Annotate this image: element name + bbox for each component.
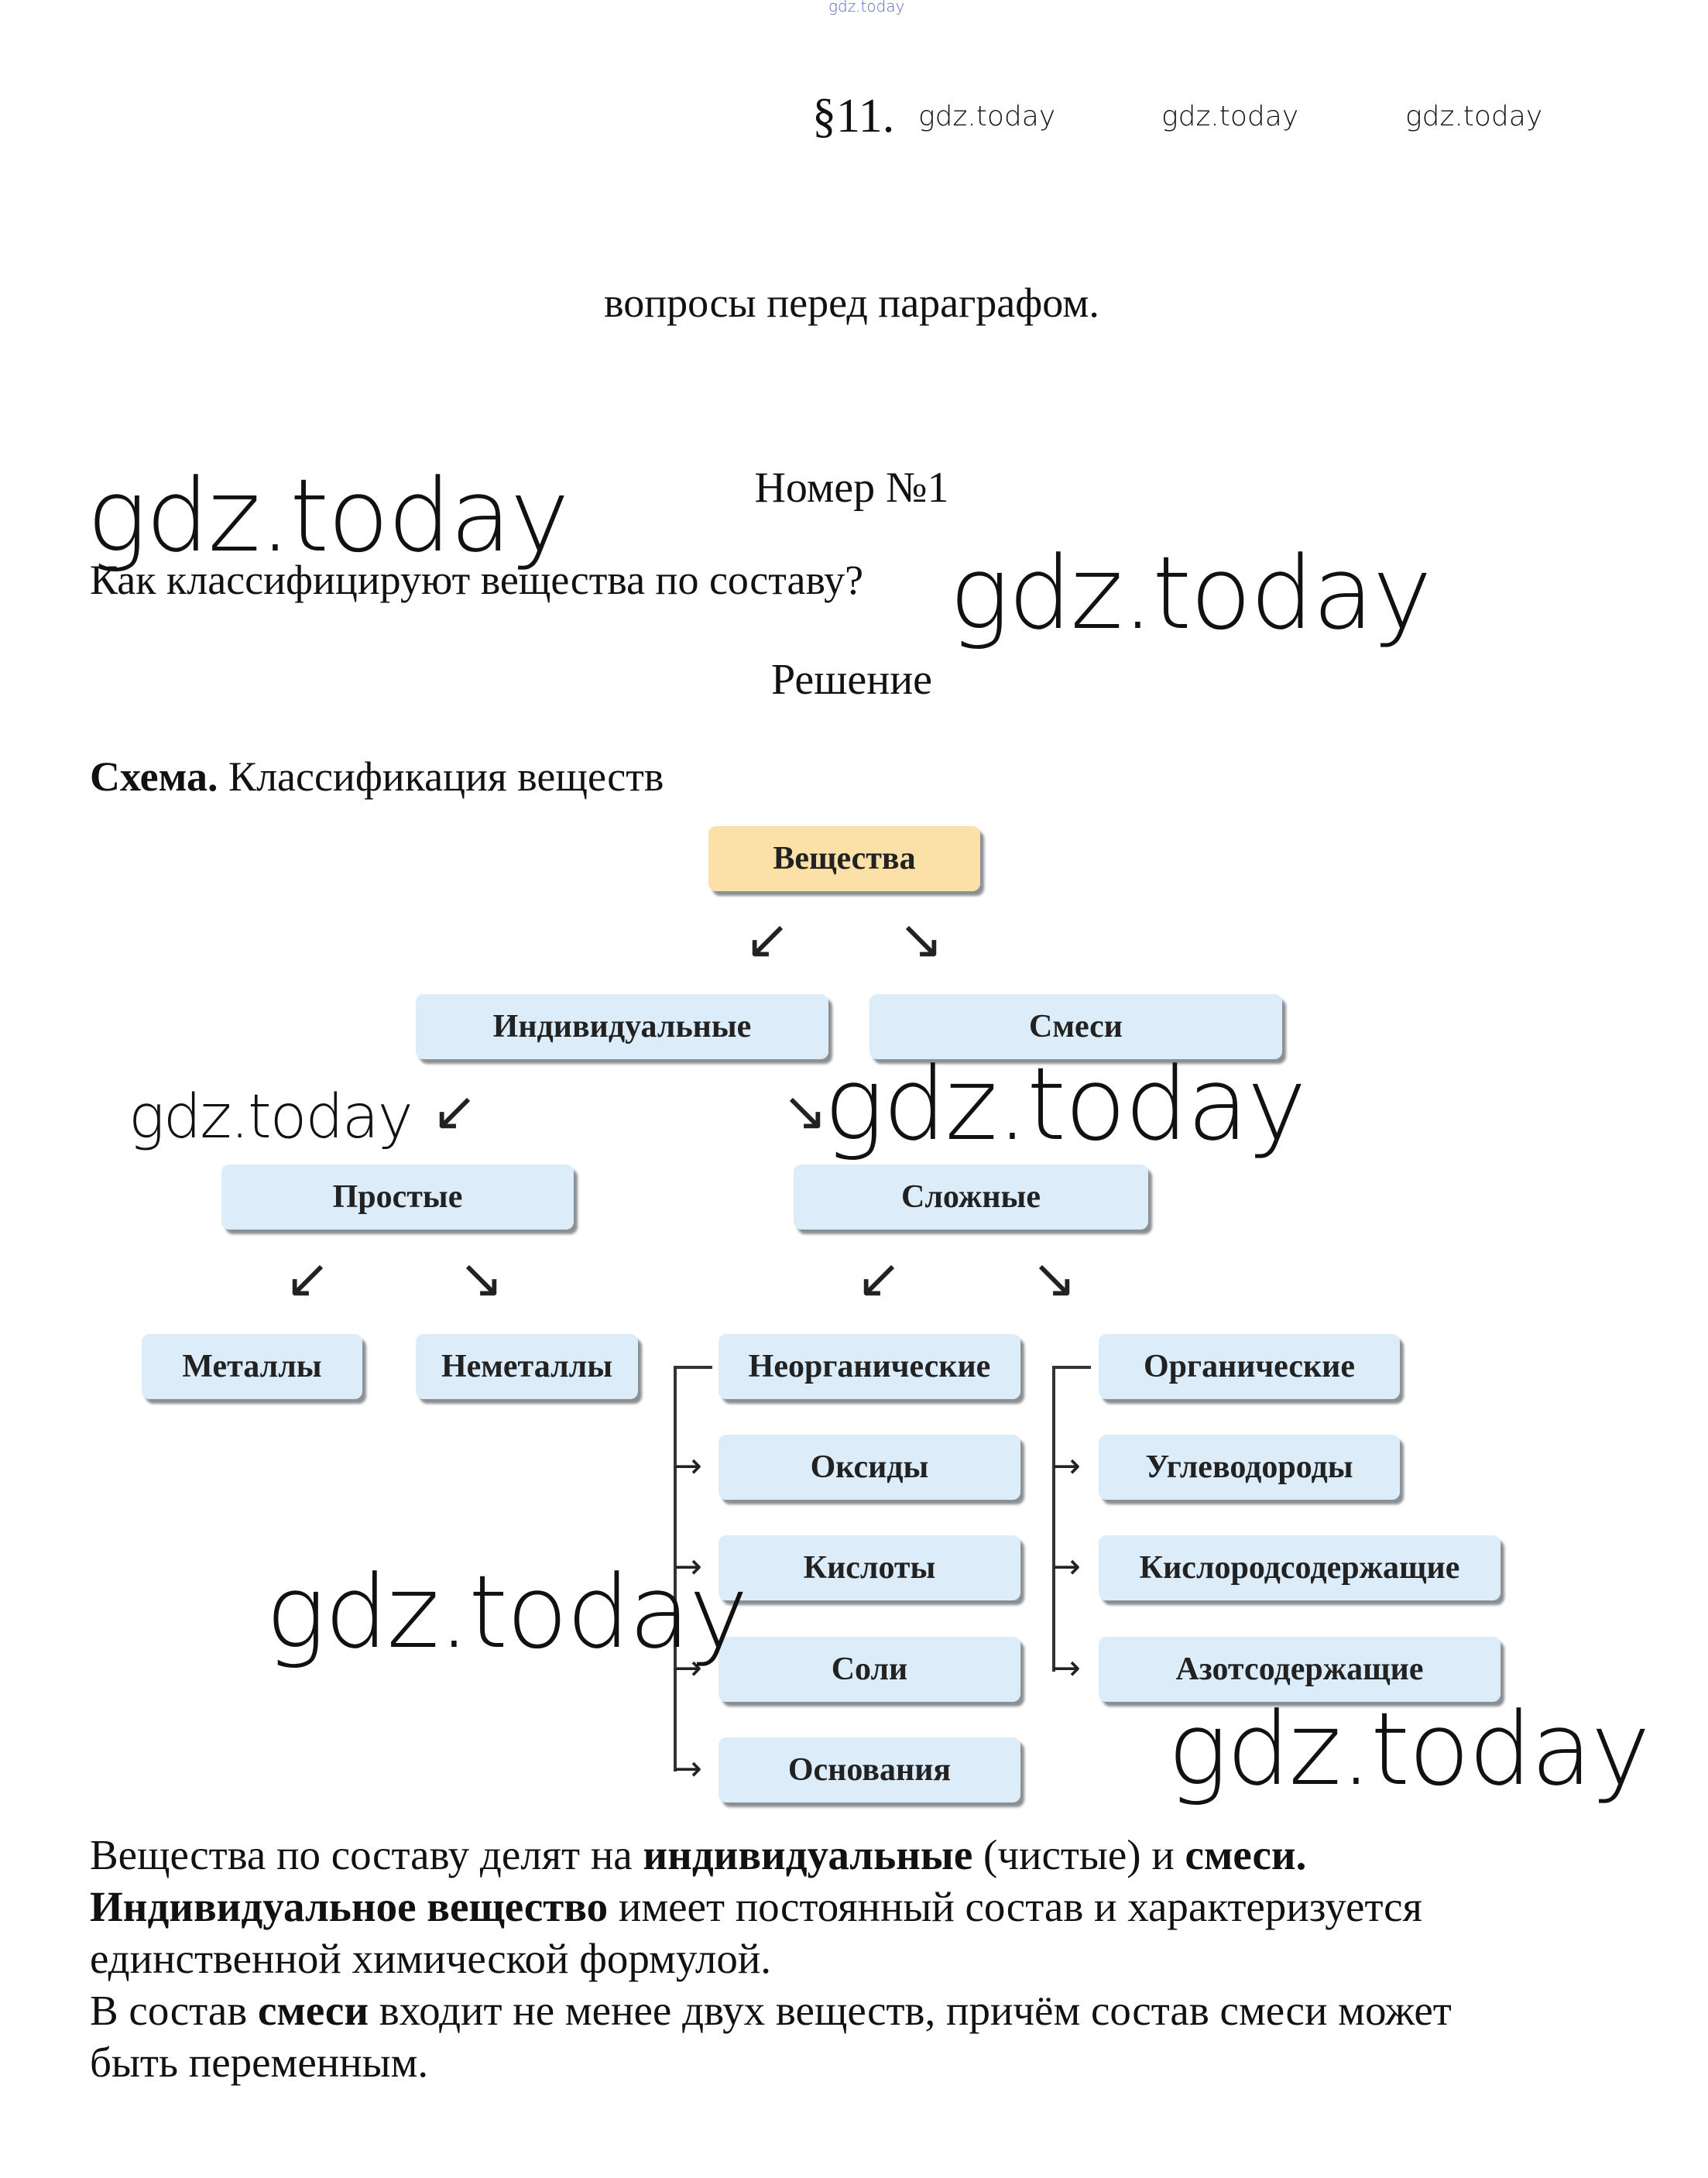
bracket-line [674, 1366, 712, 1369]
answer-paragraph: Вещества по составу делят на индивидуаль… [90, 1829, 1452, 2088]
arrow-down-right-icon: ↘ [898, 907, 944, 971]
answer-bold-term: Индивидуальное вещество [90, 1883, 609, 1930]
arrow-right-icon: → [674, 1446, 702, 1486]
arrow-down-right-icon: ↘ [458, 1247, 504, 1310]
arrow-down-left-icon: ↙ [285, 1247, 331, 1310]
answer-text: единственной химической формулой. [90, 1935, 772, 1982]
answer-line: быть переменным. [90, 2036, 1452, 2088]
node-simple: Простые [221, 1164, 574, 1230]
section-number: §11. [812, 90, 895, 142]
arrow-right-icon: → [1052, 1648, 1081, 1688]
subtitle: вопросы перед параграфом. [604, 280, 1099, 326]
arrow-right-icon: → [674, 1547, 702, 1586]
answer-line: Вещества по составу делят на индивидуаль… [90, 1829, 1452, 1881]
header-watermark: gdz.today [1405, 101, 1543, 132]
solution-label: Решение [770, 656, 933, 704]
node-organic: Органические [1099, 1334, 1400, 1399]
arrow-down-right-icon: ↘ [782, 1079, 828, 1143]
watermark: gdz.today [949, 534, 1432, 652]
node-salts: Соли [719, 1637, 1020, 1702]
arrow-down-right-icon: ↘ [1031, 1247, 1077, 1310]
node-complex: Сложные [794, 1164, 1148, 1230]
bracket-line [674, 1366, 677, 1772]
arrow-right-icon: → [674, 1648, 702, 1688]
answer-line: Индивидуальное вещество имеет постоянный… [90, 1881, 1452, 1933]
answer-text: Вещества по составу делят на [90, 1831, 643, 1878]
header-watermark: gdz.today [1161, 101, 1299, 132]
watermark: gdz.today [129, 1082, 413, 1152]
answer-bold-term: индивидуальные [643, 1831, 973, 1878]
watermark-top: gdz.today [828, 0, 905, 15]
node-substances: Вещества [708, 826, 980, 891]
task-number: Номер №1 [754, 464, 949, 512]
answer-bold-term: смеси [257, 1987, 369, 2034]
node-oxides: Оксиды [719, 1435, 1020, 1500]
scheme-title-text: Классификация веществ [218, 753, 664, 800]
node-nonmetals: Неметаллы [416, 1334, 638, 1399]
answer-line: В состав смеси входит не менее двух веще… [90, 1984, 1452, 2036]
node-bases: Основания [719, 1737, 1020, 1802]
arrow-right-icon: → [674, 1749, 702, 1789]
node-mixtures: Смеси [869, 994, 1282, 1059]
answer-text: быть переменным. [90, 2039, 429, 2086]
scheme-title-bold: Схема. [90, 753, 218, 800]
answer-text: (чистые) и [972, 1831, 1185, 1878]
arrow-right-icon: → [1052, 1547, 1081, 1586]
node-acids: Кислоты [719, 1535, 1020, 1600]
bracket-line [1052, 1366, 1055, 1672]
answer-text: В состав [90, 1987, 258, 2034]
watermark: gdz.today [87, 457, 570, 575]
arrow-right-icon: → [1052, 1446, 1081, 1486]
answer-text: входит не менее двух веществ, причём сос… [369, 1987, 1452, 2034]
node-individual: Индивидуальные [416, 994, 828, 1059]
watermark: gdz.today [824, 1045, 1307, 1163]
node-inorganic: Неорганические [719, 1334, 1020, 1399]
scheme-title: Схема. Классификация веществ [90, 753, 664, 801]
bracket-line [1052, 1366, 1091, 1369]
node-nitrogen-containing: Азотсодержащие [1099, 1637, 1501, 1702]
watermark: gdz.today [1168, 1690, 1651, 1808]
arrow-down-left-icon: ↙ [856, 1247, 902, 1310]
watermark: gdz.today [266, 1553, 749, 1671]
task-question: Как классифицируют вещества по составу? [90, 557, 864, 603]
arrow-down-left-icon: ↙ [745, 907, 791, 971]
node-hydrocarbons: Углеводороды [1099, 1435, 1400, 1500]
node-metals: Металлы [142, 1334, 362, 1399]
answer-text: имеет постоянный состав и характеризуетс… [608, 1883, 1422, 1930]
arrow-down-left-icon: ↙ [432, 1079, 478, 1143]
node-oxygen-containing: Кислородсодержащие [1099, 1535, 1501, 1600]
answer-line: единственной химической формулой. [90, 1933, 1452, 1984]
header-watermark: gdz.today [918, 101, 1056, 132]
answer-bold-term: смеси. [1185, 1831, 1307, 1878]
